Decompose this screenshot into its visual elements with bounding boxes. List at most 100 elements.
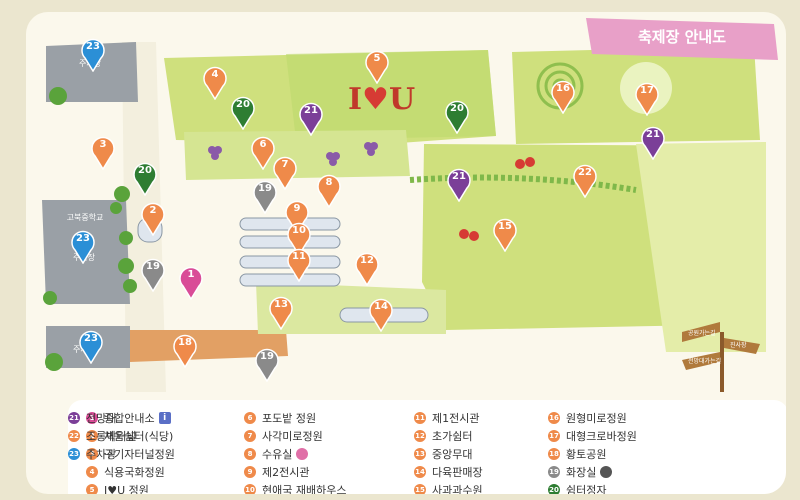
map-marker-23[interactable]: 23 — [80, 38, 106, 72]
marker-number: 8 — [325, 177, 333, 188]
pin-icon — [71, 230, 95, 264]
map-marker-19[interactable]: 19 — [254, 348, 280, 382]
pin-icon — [91, 136, 115, 170]
legend-number-badge: 8 — [244, 448, 256, 460]
legend-label: 중앙무대 — [432, 448, 473, 461]
pin-icon — [79, 330, 103, 364]
festival-map-frame: 축제장 안내도 I♥U 주차장 고북중학교 주차장 주차장 공원가는길 진사장 … — [26, 12, 786, 494]
marker-number: 3 — [99, 139, 107, 150]
pin-icon — [365, 50, 389, 84]
map-marker-20[interactable]: 20 — [132, 162, 158, 196]
trees — [43, 87, 137, 371]
map-marker-23[interactable]: 23 — [78, 330, 104, 364]
title-ribbon — [586, 18, 778, 60]
map-marker-2[interactable]: 2 — [140, 202, 166, 236]
map-marker-1[interactable]: 1 — [178, 266, 204, 300]
marker-number: 17 — [640, 85, 654, 96]
legend-label: 쉼터정자 — [566, 484, 607, 494]
marker-number: 16 — [556, 83, 570, 94]
marker-number: 20 — [138, 165, 152, 176]
map-marker-21[interactable]: 21 — [446, 168, 472, 202]
map-marker-22[interactable]: 22 — [572, 164, 598, 198]
legend-number-badge: 22 — [68, 430, 80, 442]
pin-icon — [141, 258, 165, 292]
map-marker-9[interactable]: 9 — [284, 200, 310, 234]
nursing-room-icon — [296, 448, 309, 460]
map-marker-15[interactable]: 15 — [492, 218, 518, 252]
legend-label: I♥U 정원 — [104, 484, 149, 494]
pin-icon — [447, 168, 471, 202]
pin-icon — [369, 298, 393, 332]
legend-item-18: 18 황토공원 — [548, 446, 606, 462]
map-marker-16[interactable]: 16 — [550, 80, 576, 114]
marker-number: 5 — [373, 53, 381, 64]
marker-number: 13 — [274, 299, 288, 310]
map-marker-12[interactable]: 12 — [354, 252, 380, 286]
map-marker-4[interactable]: 4 — [202, 66, 228, 100]
map-marker-18[interactable]: 18 — [172, 334, 198, 368]
legend-label: 초가쉼터 — [432, 430, 473, 443]
legend-label: 채움쉼터(식당) — [104, 430, 174, 443]
legend-number-badge: 21 — [68, 412, 80, 424]
map-marker-21[interactable]: 21 — [640, 126, 666, 160]
marker-number: 23 — [84, 333, 98, 344]
title-banner: 축제장 안내도 — [592, 18, 772, 54]
marker-number: 12 — [360, 255, 374, 266]
pin-icon — [269, 296, 293, 330]
map-marker-23[interactable]: 23 — [70, 230, 96, 264]
map-marker-3[interactable]: 3 — [90, 136, 116, 170]
map-marker-8[interactable]: 8 — [316, 174, 342, 208]
map-marker-21[interactable]: 21 — [298, 102, 324, 136]
legend-number-badge: 13 — [414, 448, 426, 460]
pin-icon — [81, 38, 105, 72]
map-marker-14[interactable]: 14 — [368, 298, 394, 332]
pin-icon — [141, 202, 165, 236]
map-marker-6[interactable]: 6 — [250, 136, 276, 170]
restroom-icon — [600, 466, 613, 478]
pin-icon — [573, 164, 597, 198]
legend-item-20: 20 쉼터정자 — [548, 482, 606, 494]
map-marker-13[interactable]: 13 — [268, 296, 294, 330]
legend-number-badge: 17 — [548, 430, 560, 442]
map-marker-19[interactable]: 19 — [140, 258, 166, 292]
legend-label: 황토공원 — [566, 448, 607, 461]
legend-label: 현애국 재배하우스 — [262, 484, 347, 494]
legend-number-badge: 18 — [548, 448, 560, 460]
pin-icon — [285, 200, 309, 234]
pin-icon — [273, 156, 297, 190]
map-marker-19[interactable]: 19 — [252, 180, 278, 214]
marker-number: 11 — [292, 251, 306, 262]
map-marker-7[interactable]: 7 — [272, 156, 298, 190]
map-marker-5[interactable]: 5 — [364, 50, 390, 84]
marker-number: 21 — [452, 171, 466, 182]
map-marker-17[interactable]: 17 — [634, 82, 660, 116]
marker-number: 23 — [86, 41, 100, 52]
field-6 — [184, 130, 410, 180]
i-love-u-sign: I♥U — [348, 82, 415, 117]
map-marker-20[interactable]: 20 — [230, 96, 256, 130]
pin-icon — [287, 248, 311, 282]
marker-number: 6 — [259, 139, 267, 150]
legend-number-badge: 20 — [548, 484, 560, 494]
pin-icon — [287, 222, 311, 256]
pin-icon — [641, 126, 665, 160]
marker-number: 19 — [260, 351, 274, 362]
marker-number: 21 — [646, 129, 660, 140]
map-marker-20[interactable]: 20 — [444, 100, 470, 134]
field-right-light — [636, 142, 766, 352]
pin-icon — [299, 102, 323, 136]
map-marker-11[interactable]: 11 — [286, 248, 312, 282]
map-marker-10[interactable]: 10 — [286, 222, 312, 256]
legend-label: 원형미로정원 — [566, 412, 627, 425]
